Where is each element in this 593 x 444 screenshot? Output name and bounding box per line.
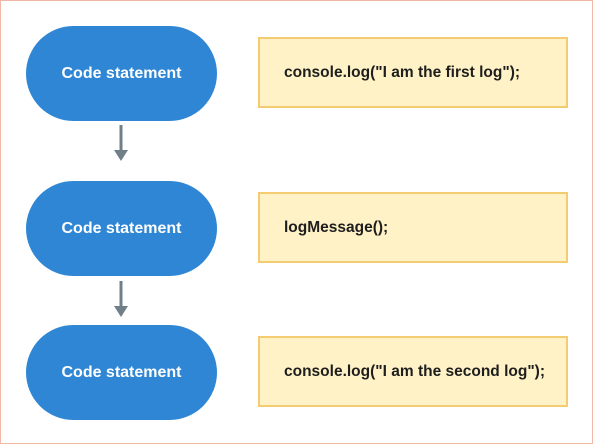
code-statement-node-1: Code statement — [26, 26, 217, 121]
code-box-3: console.log("I am the second log"); — [258, 336, 568, 407]
code-text: logMessage(); — [284, 218, 389, 236]
code-statement-node-2: Code statement — [26, 181, 217, 276]
code-text: console.log("I am the first log"); — [284, 63, 521, 81]
code-statement-node-3: Code statement — [26, 325, 217, 420]
code-box-1: console.log("I am the first log"); — [258, 37, 568, 108]
node-label: Code statement — [61, 219, 182, 237]
code-text: console.log("I am the second log"); — [284, 362, 545, 380]
node-label: Code statement — [61, 64, 182, 82]
node-label: Code statement — [61, 363, 182, 381]
down-arrow-icon — [114, 281, 128, 317]
code-box-2: logMessage(); — [258, 192, 568, 263]
down-arrow-icon — [114, 125, 128, 161]
